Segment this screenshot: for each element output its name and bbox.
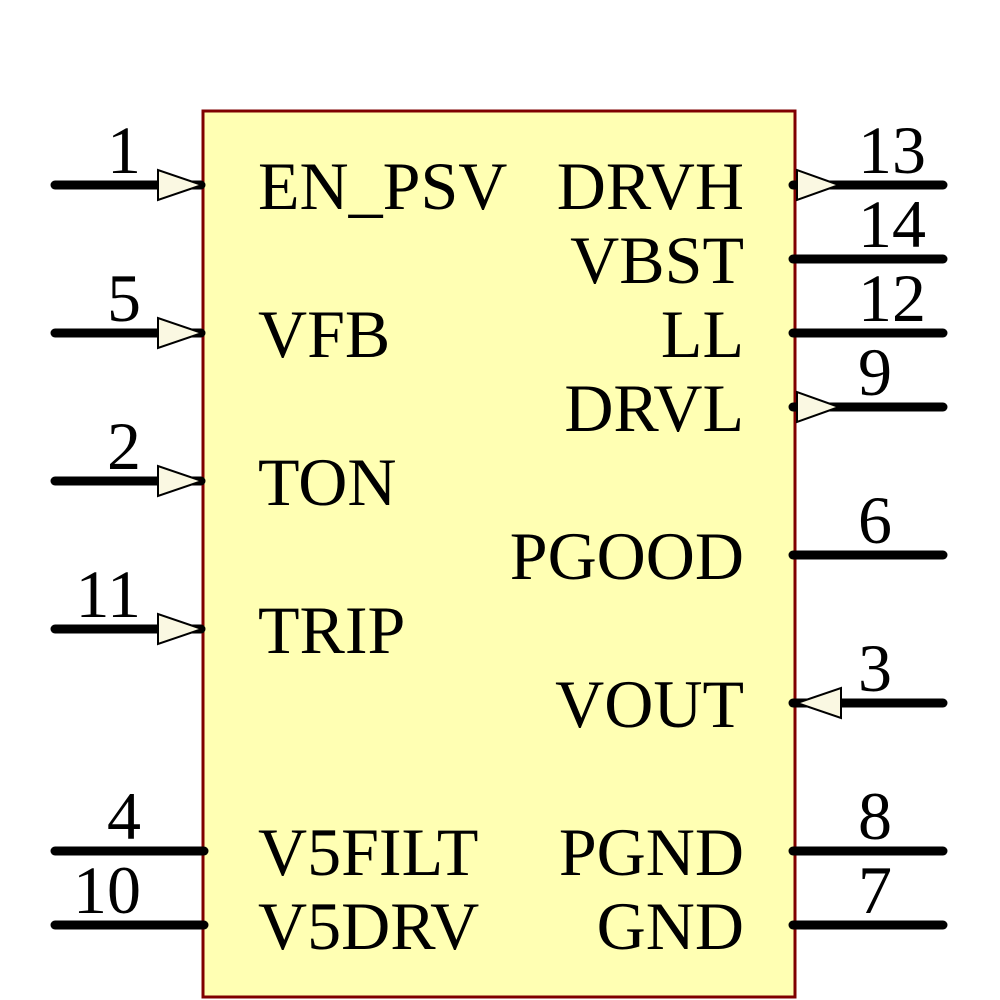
pin-label: VBST — [570, 222, 744, 298]
pin-direction-arrow-icon — [796, 168, 842, 202]
pin-10: 10 V5DRV — [50, 852, 479, 964]
pin-4: 4 V5FILT — [50, 778, 478, 890]
pin-label: EN_PSV — [258, 148, 507, 224]
pin-1: 1 EN_PSV — [50, 112, 507, 224]
pin-number: 1 — [107, 112, 141, 188]
pin-9: 9 DRVL — [564, 334, 948, 446]
pin-label: DRVH — [557, 148, 744, 224]
pin-direction-arrow-icon — [157, 464, 206, 498]
pin-number: 14 — [858, 186, 926, 262]
pin-6: 6 PGOOD — [510, 482, 948, 594]
pin-label: V5DRV — [258, 888, 479, 964]
pin-5: 5 VFB — [50, 260, 390, 372]
ic-body — [201, 109, 797, 999]
pin-label: DRVL — [564, 370, 744, 446]
pin-label: VOUT — [555, 666, 744, 742]
pin-number: 9 — [858, 334, 892, 410]
pin-direction-arrow-icon — [793, 686, 842, 720]
pin-label: GND — [597, 888, 744, 964]
pin-number: 10 — [73, 852, 141, 928]
pin-11: 11 TRIP — [50, 556, 405, 668]
pin-number: 2 — [107, 408, 141, 484]
pin-number: 4 — [107, 778, 141, 854]
pin-number: 12 — [858, 260, 926, 336]
pin-number: 6 — [858, 482, 892, 558]
pin-12: 12 LL — [661, 260, 948, 372]
pin-2: 2 TON — [50, 408, 397, 520]
pin-number: 7 — [858, 852, 892, 928]
pin-number: 13 — [858, 112, 926, 188]
pin-8: 8 PGND — [559, 778, 948, 890]
pin-number: 5 — [107, 260, 141, 336]
pin-direction-arrow-icon — [157, 168, 206, 202]
pin-number: 11 — [76, 556, 141, 632]
pin-7: 7 GND — [597, 852, 948, 964]
pin-label: LL — [661, 296, 744, 372]
pin-14: 14 VBST — [570, 186, 948, 298]
pin-label: V5FILT — [258, 814, 478, 890]
pin-label: TON — [258, 444, 397, 520]
pin-label: VFB — [258, 296, 390, 372]
pin-3: 3 VOUT — [555, 630, 948, 742]
pin-label: PGOOD — [510, 518, 744, 594]
pin-13: 13 DRVH — [557, 112, 948, 224]
pin-direction-arrow-icon — [796, 390, 842, 424]
pin-direction-arrow-icon — [157, 612, 206, 646]
pin-number: 8 — [858, 778, 892, 854]
pin-number: 3 — [858, 630, 892, 706]
pin-direction-arrow-icon — [157, 316, 206, 350]
pin-label: PGND — [559, 814, 744, 890]
pin-label: TRIP — [258, 592, 405, 668]
